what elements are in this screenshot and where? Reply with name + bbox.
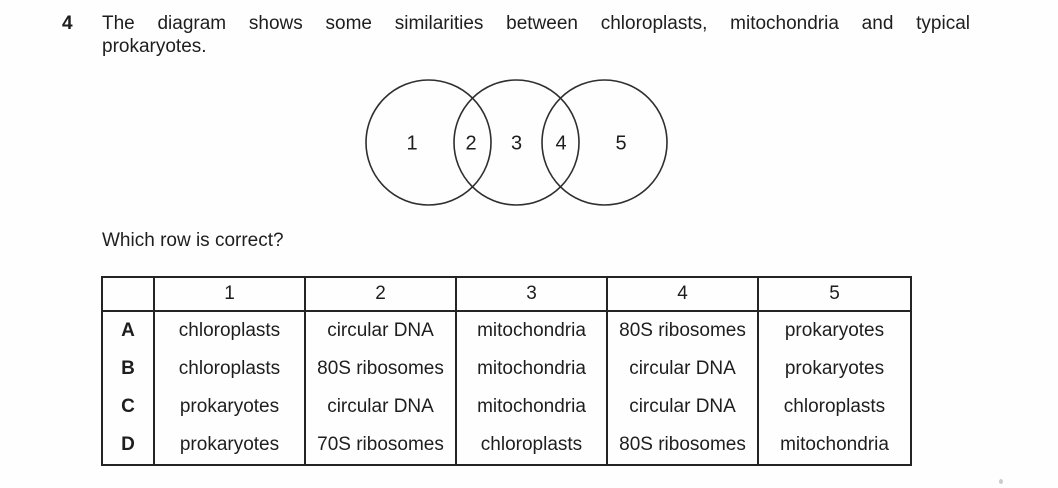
venn-region-4-label: 4: [555, 133, 566, 155]
cell-b-3: mitochondria: [457, 350, 608, 388]
cell-a-2: circular DNA: [306, 312, 457, 350]
row-label-d: D: [103, 426, 155, 464]
header-cell-blank: [103, 278, 155, 312]
venn-diagram: 1 2 3 4 5: [365, 79, 668, 206]
header-cell-5: 5: [759, 278, 910, 312]
venn-circle-right: [541, 79, 668, 206]
cell-c-5: chloroplasts: [783, 396, 886, 417]
cell-c-4: circular DNA: [608, 388, 759, 426]
question-text-line1: The diagram shows some similarities betw…: [102, 13, 970, 34]
cell-a-4: 80S ribosomes: [608, 312, 759, 350]
cell-c-1: prokaryotes: [155, 388, 306, 426]
cell-d-5: mitochondria: [780, 434, 889, 455]
scan-artifact-dot: [999, 479, 1003, 484]
venn-circle-middle: [453, 79, 580, 206]
header-cell-3: 3: [457, 278, 608, 312]
cell-d-1: prokaryotes: [155, 426, 306, 464]
row-label-b: B: [103, 350, 155, 388]
cell-b-2: 80S ribosomes: [306, 350, 457, 388]
cell-a-5: prokaryotes: [784, 320, 885, 341]
venn-region-2-label: 2: [465, 133, 476, 155]
question-text: The diagram shows some similarities betw…: [102, 12, 970, 58]
answer-table: 1 2 3 4 5 A chloroplasts circular DNA mi…: [101, 276, 912, 466]
question-number: 4: [62, 13, 73, 34]
venn-region-3-label: 3: [511, 133, 522, 155]
cell-b-4: circular DNA: [608, 350, 759, 388]
row-label-a: A: [103, 312, 155, 350]
cell-d-2: 70S ribosomes: [306, 426, 457, 464]
header-cell-4: 4: [608, 278, 759, 312]
question-text-line2: prokaryotes.: [102, 36, 207, 57]
cell-b-1: chloroplasts: [155, 350, 306, 388]
cell-a-1: chloroplasts: [155, 312, 306, 350]
prompt-text: Which row is correct?: [102, 230, 284, 251]
cell-c-3: mitochondria: [457, 388, 608, 426]
cell-b-5: prokaryotes: [784, 358, 885, 379]
cell-d-3: chloroplasts: [457, 426, 608, 464]
header-cell-1: 1: [155, 278, 306, 312]
cell-d-4: 80S ribosomes: [608, 426, 759, 464]
header-cell-2: 2: [306, 278, 457, 312]
venn-region-1-label: 1: [406, 133, 417, 155]
row-label-c: C: [103, 388, 155, 426]
cell-c-2: circular DNA: [306, 388, 457, 426]
venn-circle-left: [365, 79, 492, 206]
cell-a-3: mitochondria: [457, 312, 608, 350]
venn-region-5-label: 5: [615, 133, 626, 155]
